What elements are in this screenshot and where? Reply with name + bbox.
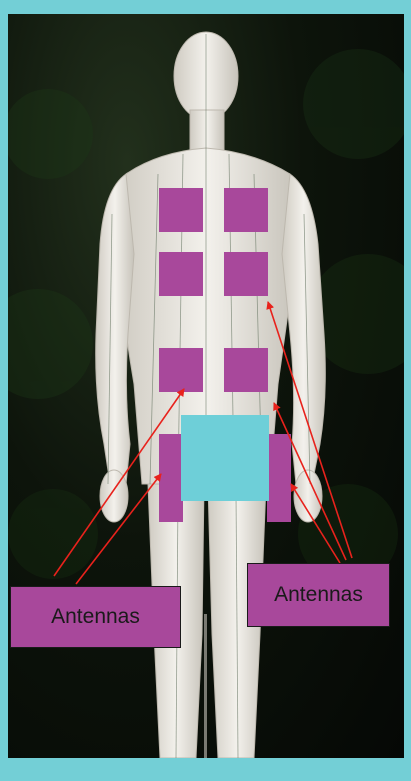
stand-pole xyxy=(204,614,207,758)
antenna-pad-hip-right xyxy=(267,434,291,522)
antenna-pad-upper-right xyxy=(224,188,268,232)
antenna-pad-hip-left xyxy=(159,434,183,522)
antennas-label-left: Antennas xyxy=(10,586,181,648)
antenna-pad-upper-left xyxy=(159,188,203,232)
antenna-pad-mid-left xyxy=(159,252,203,296)
mannequin-body xyxy=(96,32,326,758)
antenna-pad-lower-right xyxy=(224,348,268,392)
antenna-pad-lower-left xyxy=(159,348,203,392)
antenna-pad-mid-right xyxy=(224,252,268,296)
central-module xyxy=(181,415,269,501)
antennas-label-right-text: Antennas xyxy=(274,583,363,607)
antennas-label-left-text: Antennas xyxy=(51,605,140,629)
antennas-label-right: Antennas xyxy=(247,563,390,627)
